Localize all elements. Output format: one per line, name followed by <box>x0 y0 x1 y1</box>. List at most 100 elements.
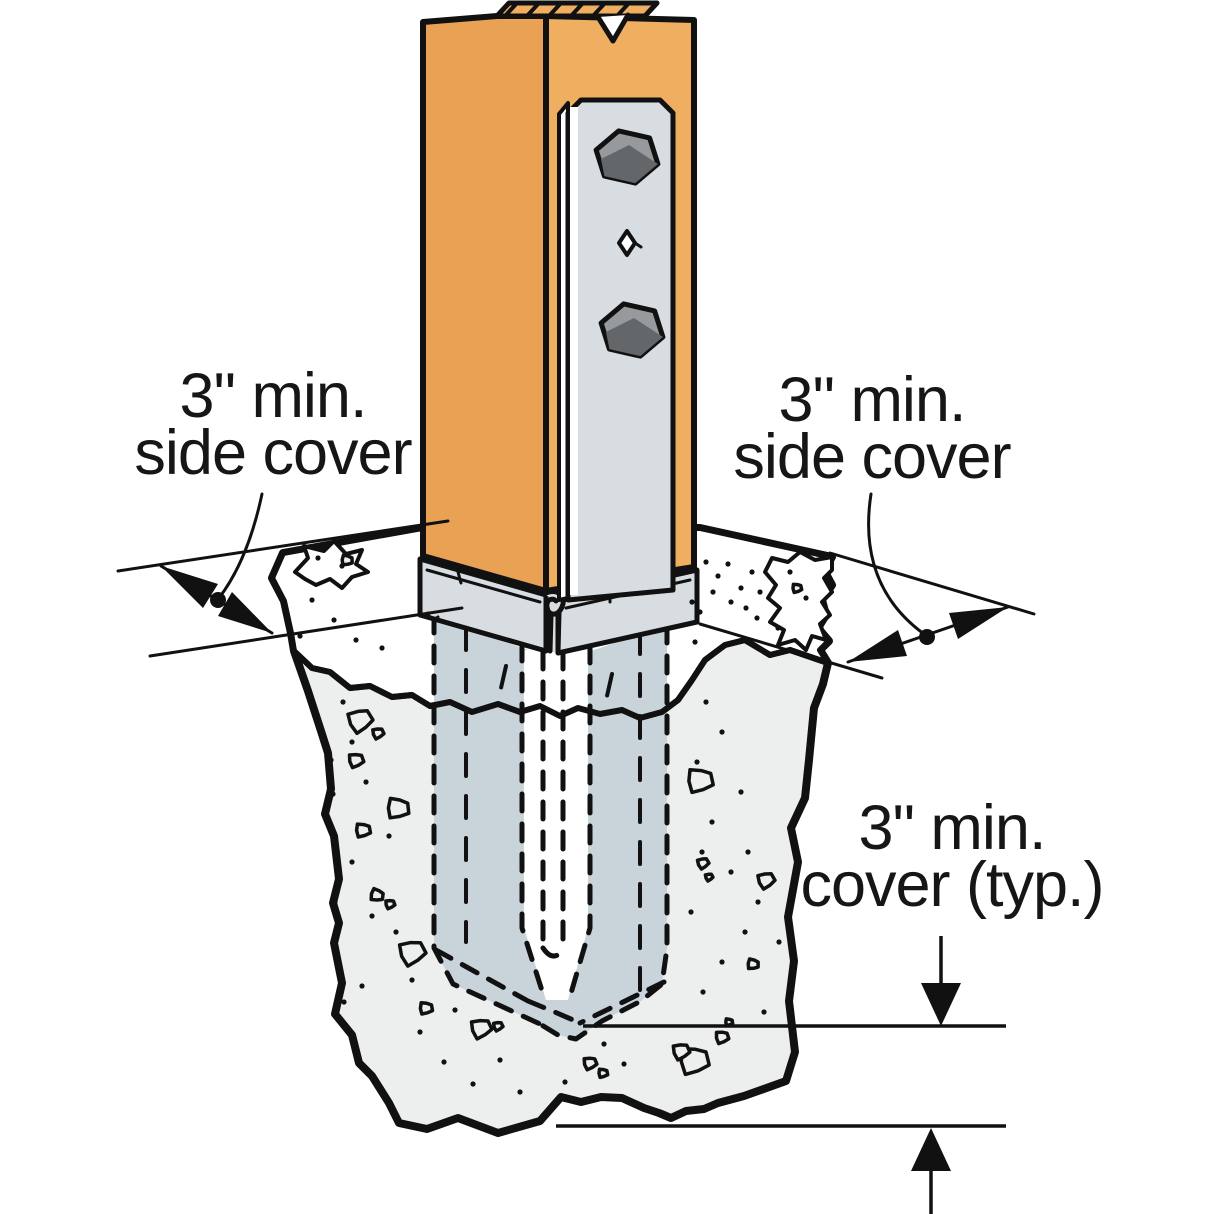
post-break-hatch <box>494 0 660 44</box>
diamond-hole <box>617 229 643 257</box>
post-break-notch <box>595 12 631 44</box>
pebble <box>397 940 428 968</box>
speckle <box>309 597 315 603</box>
speckle <box>353 637 359 643</box>
embedded-outer-edges <box>431 613 670 1042</box>
top-front-broken-edge <box>291 637 831 721</box>
speckle <box>728 869 734 875</box>
speckle <box>689 599 695 605</box>
speckle <box>749 569 755 575</box>
collar-left-face <box>417 556 549 654</box>
pebble <box>346 709 375 736</box>
hex-bolt-top <box>593 128 661 186</box>
speckle <box>697 609 703 615</box>
pebble <box>671 1043 692 1062</box>
pebble <box>418 1000 435 1016</box>
pebble <box>340 553 354 567</box>
embedded-inner-edges <box>519 641 593 1003</box>
speckle <box>719 729 725 735</box>
dimension-bottom-cover <box>556 936 1006 1214</box>
dimension-dot <box>919 629 935 645</box>
embedded-foot-bends <box>433 947 667 1026</box>
speckle <box>349 739 355 745</box>
pebble <box>687 768 715 795</box>
speckle <box>692 639 698 645</box>
speckle <box>703 699 709 705</box>
speckle <box>359 983 365 989</box>
leader-line-right <box>867 492 926 636</box>
speckle <box>738 585 744 591</box>
pebble <box>354 822 373 839</box>
concrete-chip-right <box>763 550 834 652</box>
arrowhead <box>848 630 907 662</box>
speckle <box>340 699 346 705</box>
speckle <box>787 569 793 575</box>
speckle <box>297 633 303 639</box>
speckle <box>441 1059 447 1065</box>
hex-bolt-bottom <box>598 301 666 359</box>
arrowhead-up <box>911 1128 951 1171</box>
embedded-center-seams <box>540 649 566 959</box>
pebble <box>791 582 804 595</box>
speckle <box>743 605 749 611</box>
speckle <box>328 757 334 763</box>
speckle <box>497 1057 503 1063</box>
pebble <box>384 898 397 911</box>
speckle <box>452 1007 458 1013</box>
strap-bracket <box>557 97 676 603</box>
speckle <box>363 779 369 785</box>
label-line: side cover <box>733 422 1011 492</box>
aggregate-pebbles <box>340 553 804 1080</box>
speckle <box>694 759 700 765</box>
pebble <box>386 796 411 820</box>
label-side-cover-right: 3" min. side cover <box>733 365 1011 492</box>
pebble <box>491 1020 505 1033</box>
speckle <box>369 913 375 919</box>
speckle <box>386 833 392 839</box>
speckle <box>621 1061 627 1067</box>
speckle <box>775 625 781 631</box>
speckle <box>719 959 725 965</box>
speckle <box>341 999 347 1005</box>
pebble <box>369 886 385 902</box>
speckle <box>761 1009 767 1015</box>
speckle <box>728 599 734 605</box>
speckle <box>409 977 415 983</box>
dimension-dot <box>210 592 226 608</box>
speckle <box>331 617 337 623</box>
speckle <box>349 859 355 865</box>
speckle <box>332 899 338 905</box>
speckle <box>470 1081 476 1087</box>
label-bottom-cover: 3" min. cover (typ.) <box>800 793 1104 920</box>
speckle <box>742 929 748 935</box>
speckle-dots <box>297 555 809 1095</box>
speckle <box>803 595 809 601</box>
speckle <box>709 819 715 825</box>
pebble <box>703 872 715 883</box>
label-line: 3" min. <box>778 365 967 435</box>
label-line: side cover <box>134 418 412 488</box>
speckle <box>339 563 345 569</box>
speckle <box>715 573 721 579</box>
speckle <box>417 1029 423 1035</box>
pebble <box>469 1018 494 1041</box>
pebble <box>746 957 760 971</box>
speckle <box>725 561 731 567</box>
speckle <box>517 1089 523 1095</box>
speckle <box>699 849 705 855</box>
dimension-side-cover-right <box>698 492 1036 680</box>
speckle <box>700 989 706 995</box>
leader-line-left <box>217 492 264 600</box>
pebble <box>582 1056 599 1072</box>
speckle <box>562 1079 568 1085</box>
pebble <box>714 1030 731 1046</box>
speckle <box>776 939 782 945</box>
label-line: 3" min. <box>858 793 1047 863</box>
label-line: cover (typ.) <box>800 850 1104 920</box>
speckle <box>754 615 760 621</box>
speckle <box>703 559 709 565</box>
speckle <box>757 589 763 595</box>
speckle <box>745 849 751 855</box>
